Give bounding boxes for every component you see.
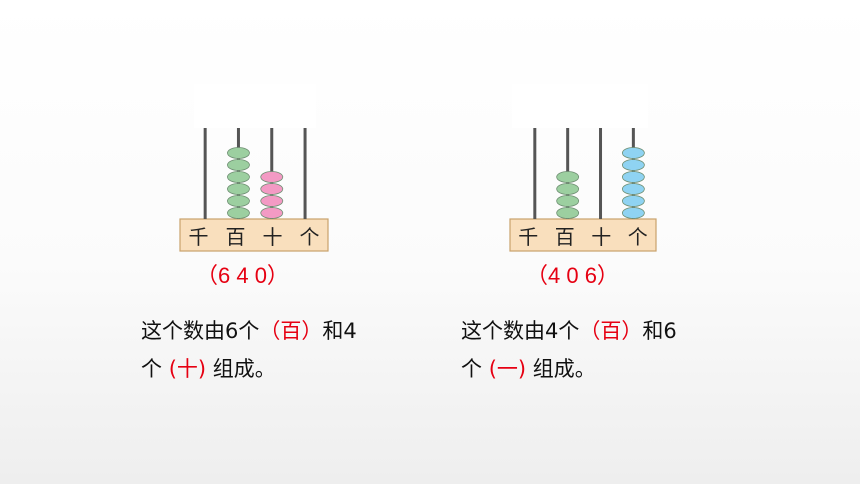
- answer-blank: （百）: [259, 319, 323, 343]
- place-label-ones: 个: [299, 224, 320, 249]
- place-label-row: 千 百 十 个: [180, 219, 328, 251]
- sentence-line-2: 个 (一) 组成。: [461, 350, 741, 388]
- place-label-hundreds: 百: [225, 224, 246, 249]
- abacus-bead: [260, 207, 284, 219]
- abacus-right-graphic: [509, 128, 657, 252]
- sentence-text: 和6: [642, 319, 677, 343]
- sentence-text: 和4: [322, 319, 357, 343]
- sentence-text: 组成。: [532, 357, 596, 381]
- place-label-thousands: 千: [518, 224, 539, 249]
- sentence-left: 这个数由6个（百）和4 个 (十) 组成。: [141, 312, 421, 388]
- sentence-text: 这个数由6个: [141, 319, 260, 343]
- place-label-hundreds: 百: [554, 224, 575, 249]
- abacus-bead: [621, 147, 645, 159]
- answer-left: （6 4 0）: [196, 263, 289, 288]
- place-label-ones: 个: [627, 224, 648, 249]
- title-blank-box: [512, 84, 648, 128]
- abacus-bead: [621, 207, 645, 219]
- answer-right: （4 0 6）: [526, 263, 619, 288]
- sentence-line-1: 这个数由6个（百）和4: [141, 312, 421, 350]
- abacus-bead: [260, 195, 284, 207]
- sentence-text: 个: [141, 357, 162, 381]
- abacus-bead: [556, 207, 580, 219]
- abacus-bead: [227, 159, 250, 171]
- place-label-tens: 十: [262, 224, 283, 249]
- sentence-text: 个: [461, 357, 482, 381]
- abacus-bead: [227, 147, 250, 159]
- abacus-bead: [227, 183, 250, 195]
- abacus-bead: [621, 159, 645, 171]
- place-label-row: 千 百 十 个: [510, 219, 656, 251]
- answer-blank: (一): [488, 357, 527, 381]
- place-label-tens: 十: [591, 224, 612, 249]
- abacus-bead: [227, 207, 250, 219]
- abacus-base: [179, 218, 329, 252]
- sentence-line-1: 这个数由4个（百）和6: [461, 312, 741, 350]
- abacus-bead: [227, 171, 250, 183]
- abacus-bead: [621, 195, 645, 207]
- abacus-bead: [260, 183, 284, 195]
- abacus-bead: [556, 171, 580, 183]
- sentence-text: 这个数由4个: [461, 319, 580, 343]
- abacus-bead: [556, 183, 580, 195]
- abacus-bead: [260, 171, 284, 183]
- abacus-base: [509, 218, 657, 252]
- answer-blank: （百）: [579, 319, 643, 343]
- title-blank-box: [194, 84, 316, 128]
- place-label-thousands: 千: [188, 224, 209, 249]
- abacus-left: 千 百 十 个: [179, 128, 329, 254]
- abacus-right: 千 百 十 个: [509, 128, 657, 254]
- sentence-line-2: 个 (十) 组成。: [141, 350, 421, 388]
- abacus-bead: [556, 195, 580, 207]
- abacus-bead: [621, 171, 645, 183]
- abacus-left-graphic: [179, 128, 329, 252]
- sentence-text: 组成。: [212, 357, 276, 381]
- answer-blank: (十): [168, 357, 207, 381]
- abacus-bead: [227, 195, 250, 207]
- sentence-right: 这个数由4个（百）和6 个 (一) 组成。: [461, 312, 741, 388]
- abacus-bead: [621, 183, 645, 195]
